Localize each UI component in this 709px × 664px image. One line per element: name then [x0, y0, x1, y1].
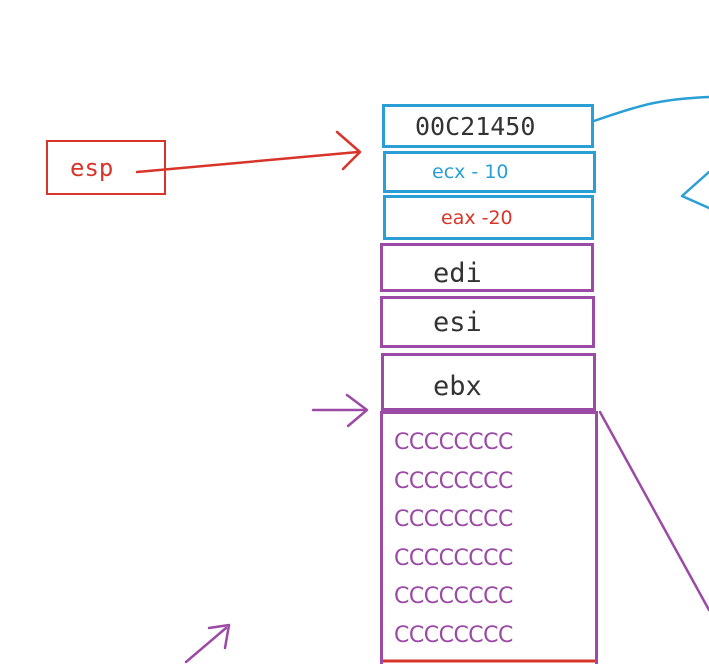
- ecx-label: ecx - 10: [432, 161, 509, 183]
- eax-label: eax -20: [441, 206, 513, 229]
- bottom-left-arrowhead: [207, 623, 231, 650]
- buffer-fill-row: CCCCCCCC: [394, 430, 513, 455]
- esp-register-box: esp: [46, 140, 166, 195]
- edi-label: edi: [433, 258, 482, 289]
- buffer-fill-region: CCCCCCCC CCCCCCCC CCCCCCCC CCCCCCCC CCCC…: [380, 411, 598, 664]
- esi-label: esi: [433, 306, 482, 338]
- return-address-value: 00C21450: [415, 111, 536, 141]
- blue-connector-line: [592, 95, 709, 123]
- buffer-fill-row: CCCCCCCC: [394, 622, 513, 648]
- blue-bracket-mark: [680, 170, 709, 210]
- return-address-cell: 00C21450: [382, 104, 594, 148]
- purple-diagonal-line: [598, 410, 709, 612]
- ecx-cell: ecx - 10: [383, 151, 596, 193]
- esp-pointer-arrow: [135, 150, 360, 174]
- ebx-cell: ebx: [381, 353, 596, 411]
- ebx-arrowhead: [345, 393, 369, 428]
- buffer-fill-list: CCCCCCCC CCCCCCCC CCCCCCCC CCCCCCCC CCCC…: [383, 414, 595, 660]
- ebx-label: ebx: [433, 371, 482, 402]
- buffer-fill-row: CCCCCCCC: [394, 468, 513, 494]
- buffer-fill-row: CCCCCCCC: [394, 545, 513, 571]
- buffer-fill-row: CCCCCCCC: [394, 584, 513, 610]
- bottom-left-arrow: [184, 626, 228, 664]
- eax-cell: eax -20: [383, 195, 594, 240]
- esi-cell: esi: [380, 296, 595, 348]
- edi-cell: edi: [380, 243, 594, 292]
- buffer-fill-row: CCCCCCCC: [394, 507, 513, 533]
- esp-arrowhead: [335, 130, 362, 171]
- esp-label: esp: [70, 153, 114, 182]
